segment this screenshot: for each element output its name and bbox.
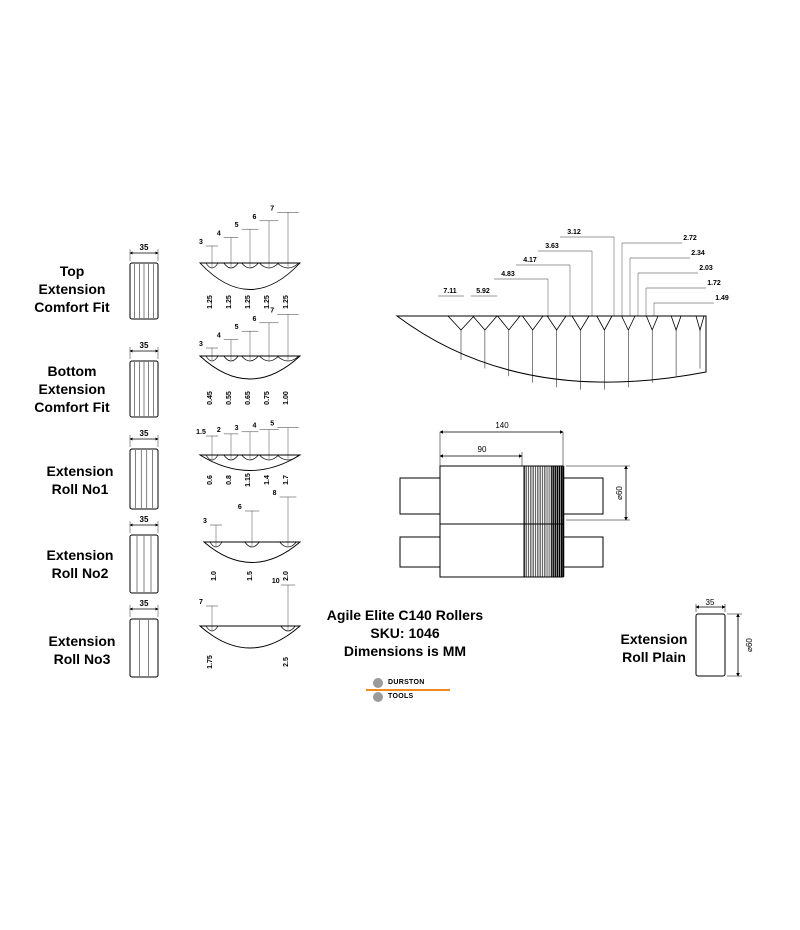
groove-width-ext1-1: 2 bbox=[217, 427, 221, 434]
profile-bottom_ext bbox=[198, 355, 302, 380]
large-dim-right-1: 2.34 bbox=[691, 250, 705, 257]
groove-depth-ext3-0: 1.75 bbox=[207, 655, 214, 669]
groove-width-top_ext-2: 5 bbox=[235, 222, 239, 229]
large-dim-up-0: 4.83 bbox=[501, 271, 515, 278]
groove-width-ext1-0: 1.5 bbox=[196, 429, 206, 436]
large-profile-section: 7.11 5.92 4.83 4.17 3.63 3.12 2.72 2.34 2.03 1.72… bbox=[395, 229, 729, 390]
groove-depth-ext2-0: 1.0 bbox=[211, 571, 218, 581]
groove-depth-ext1-3: 1.4 bbox=[264, 475, 271, 485]
plain-roll-drawing bbox=[695, 604, 742, 677]
plain-roll-diameter: ⌀60 bbox=[745, 638, 754, 652]
groove-depth-top_ext-0: 1.25 bbox=[207, 295, 214, 309]
large-dim-left-0: 7.11 bbox=[443, 288, 456, 295]
title-line-2: SKU: 1046 bbox=[370, 625, 440, 641]
groove-width-ext2-1: 6 bbox=[238, 504, 242, 511]
dim-total-length: 140 bbox=[495, 421, 509, 430]
large-dim-up-1: 4.17 bbox=[523, 257, 537, 264]
groove-depth-bottom_ext-2: 0.65 bbox=[245, 391, 252, 405]
groove-depth-top_ext-2: 1.25 bbox=[245, 295, 252, 309]
profile-sections: 31.2541.2551.2561.2571.2530.4540.5550.65… bbox=[196, 205, 302, 669]
groove-depth-ext3-1: 2.5 bbox=[283, 657, 290, 667]
large-dim-up-3: 3.12 bbox=[567, 229, 581, 236]
side-views: 35 35 35 35 35 bbox=[129, 243, 159, 678]
groove-depth-top_ext-3: 1.25 bbox=[264, 295, 271, 309]
groove-depth-bottom_ext-1: 0.55 bbox=[226, 391, 233, 405]
large-dim-right-4: 1.49 bbox=[715, 295, 729, 302]
groove-depth-ext2-2: 2.0 bbox=[283, 571, 290, 581]
groove-width-bottom_ext-4: 7 bbox=[270, 307, 274, 314]
profile-top_ext bbox=[198, 262, 302, 290]
groove-width-top_ext-0: 3 bbox=[199, 239, 203, 246]
groove-width-ext2-0: 3 bbox=[203, 518, 207, 525]
side-view-ext2 bbox=[129, 534, 159, 594]
groove-width-bottom_ext-0: 3 bbox=[199, 341, 203, 348]
groove-width-ext2-2: 8 bbox=[273, 490, 277, 497]
logo-line-1: DURSTON bbox=[388, 679, 425, 686]
groove-width-ext1-2: 3 bbox=[235, 425, 239, 432]
groove-depth-ext1-0: 0.6 bbox=[207, 475, 214, 485]
groove-depth-bottom_ext-3: 0.75 bbox=[264, 391, 271, 405]
large-dim-right-2: 2.03 bbox=[699, 265, 713, 272]
durston-tools-logo: DURSTON TOOLS bbox=[366, 678, 450, 704]
groove-width-ext3-0: 7 bbox=[199, 599, 203, 606]
side-view-ext1 bbox=[129, 448, 159, 510]
groove-width-bottom_ext-2: 5 bbox=[235, 324, 239, 331]
groove-width-top_ext-1: 4 bbox=[217, 231, 221, 238]
profile-ext2 bbox=[202, 541, 302, 563]
width-dim-bottom_ext: 35 bbox=[140, 341, 149, 350]
groove-depth-bottom_ext-4: 1.00 bbox=[283, 391, 290, 405]
main-roller-assembly bbox=[399, 430, 630, 578]
groove-width-ext3-1: 10 bbox=[272, 578, 280, 585]
dim-body-length: 90 bbox=[478, 445, 487, 454]
groove-width-bottom_ext-3: 6 bbox=[252, 316, 256, 323]
large-dim-right-3: 1.72 bbox=[707, 280, 721, 287]
width-dim-ext3: 35 bbox=[140, 599, 149, 608]
logo-line-2: TOOLS bbox=[388, 693, 414, 700]
width-dim-ext2: 35 bbox=[140, 515, 149, 524]
side-view-ext3 bbox=[129, 618, 159, 678]
profile-ext3 bbox=[198, 625, 302, 649]
large-dim-right-0: 2.72 bbox=[683, 235, 697, 242]
large-dim-left-1: 5.92 bbox=[476, 288, 490, 295]
groove-depth-ext1-2: 1.15 bbox=[245, 473, 252, 487]
side-view-bottom_ext bbox=[129, 360, 159, 418]
groove-depth-ext2-1: 1.5 bbox=[247, 571, 254, 581]
groove-depth-top_ext-4: 1.25 bbox=[283, 295, 290, 309]
side-view-top_ext bbox=[129, 262, 159, 320]
width-dim-top_ext: 35 bbox=[140, 243, 149, 252]
title-line-1: Agile Elite C140 Rollers bbox=[326, 607, 484, 623]
groove-width-ext1-4: 5 bbox=[270, 421, 274, 428]
groove-depth-ext1-1: 0.8 bbox=[226, 475, 233, 485]
large-dim-up-2: 3.63 bbox=[545, 243, 559, 250]
title-line-3: Dimensions is MM bbox=[343, 643, 467, 659]
dim-diameter: ⌀60 bbox=[615, 486, 624, 500]
drawing-title: Agile Elite C140 Rollers SKU: 1046 Dimen… bbox=[300, 606, 510, 660]
groove-width-top_ext-4: 7 bbox=[270, 205, 274, 212]
groove-depth-bottom_ext-0: 0.45 bbox=[207, 391, 214, 405]
groove-width-top_ext-3: 6 bbox=[252, 214, 256, 221]
groove-width-bottom_ext-1: 4 bbox=[217, 333, 221, 340]
width-dim-ext1: 35 bbox=[140, 429, 149, 438]
logo-bar bbox=[366, 689, 450, 691]
groove-depth-top_ext-1: 1.25 bbox=[226, 295, 233, 309]
groove-width-ext1-3: 4 bbox=[252, 423, 256, 430]
groove-depth-ext1-4: 1.7 bbox=[283, 475, 290, 485]
plain-roll-width: 35 bbox=[706, 598, 715, 607]
